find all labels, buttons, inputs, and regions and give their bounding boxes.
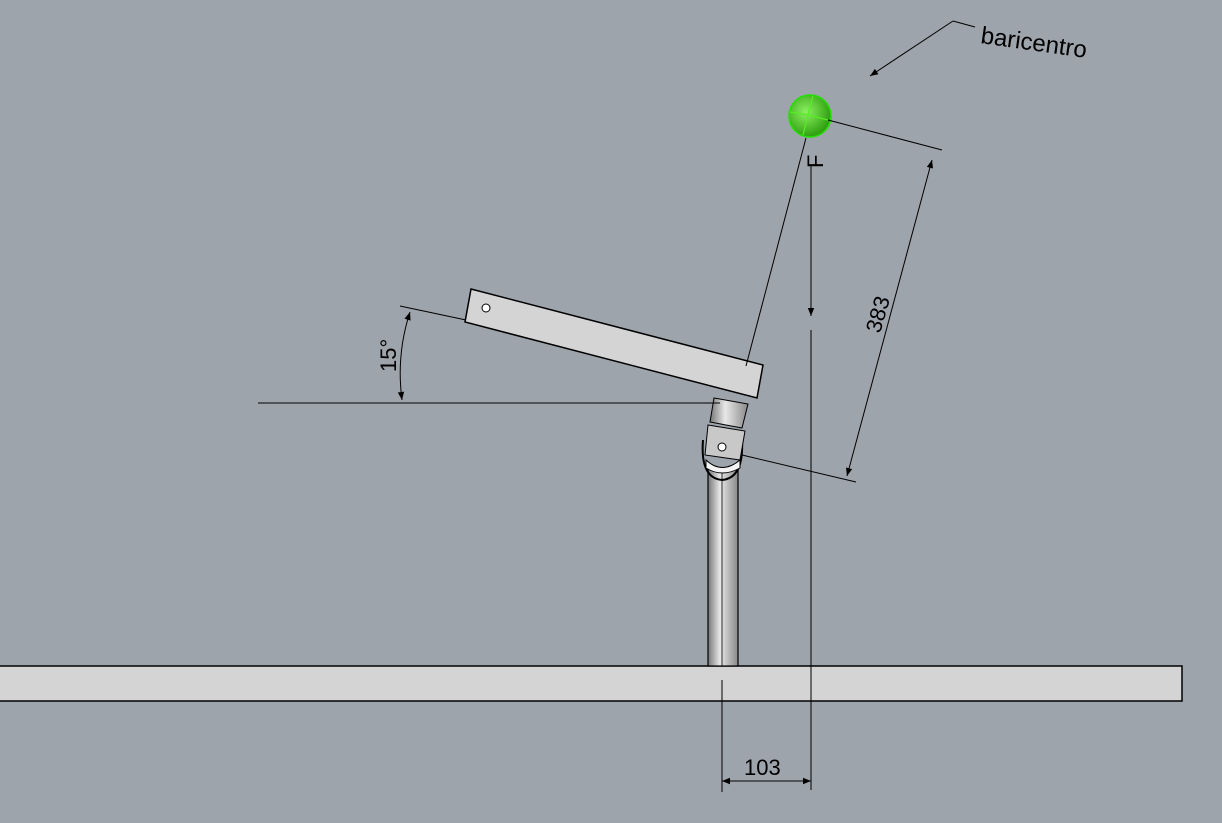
length-dimension: 383 (741, 119, 943, 483)
tilted-arm[interactable] (464, 288, 764, 399)
angle-label: 15° (376, 339, 401, 372)
force-vector: F (803, 155, 828, 790)
centroid-label: baricentro (979, 22, 1088, 64)
angle-dimension: 15° (376, 305, 467, 401)
hinge-joint[interactable] (701, 397, 749, 482)
length-label: 383 (861, 293, 895, 335)
arm-hole (481, 303, 491, 313)
centroid-leader: baricentro (869, 20, 1089, 77)
offset-label: 103 (744, 755, 781, 780)
base-beam[interactable] (0, 665, 1183, 702)
force-label: F (803, 155, 828, 168)
support-pole[interactable] (707, 467, 739, 667)
centroid-marker[interactable] (788, 94, 832, 138)
offset-dimension: 103 (721, 680, 811, 792)
